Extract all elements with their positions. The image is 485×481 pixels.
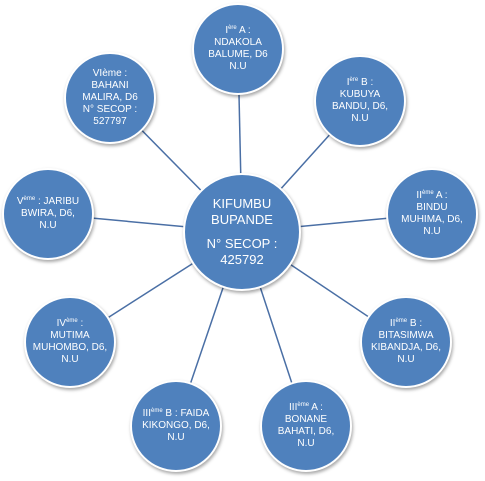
node-iv-line-1: MUTIMA <box>50 330 90 341</box>
node-v-line-2: N.U <box>39 220 57 231</box>
node-iib-line-1: BITASIMWA <box>378 330 434 341</box>
node-iiia-line-3: N.U <box>297 438 315 449</box>
node-iiib: IIIème B : FAIDA KIKONGO, D6, N.U <box>130 380 222 472</box>
center-line-1: KIFUMBU <box>212 196 272 211</box>
node-ia-heading: Ière A : <box>225 25 251 36</box>
node-iv-line-3: N.U <box>61 354 79 365</box>
node-vi-line-4: 527797 <box>93 116 127 127</box>
center-line-2: BUPANDE <box>211 212 273 227</box>
node-vi-line-1: BAHANI <box>91 80 129 91</box>
center-line-4: 425792 <box>220 252 264 267</box>
node-vi-line-3: N° SECOP : <box>82 104 138 115</box>
node-iv-line-2: MUHOMBO, D6, <box>32 342 108 353</box>
node-iia-line-2: MUHIMA, D6, <box>401 214 463 225</box>
center-node: KIFUMBU BUPANDE N° SECOP : 425792 <box>183 173 301 291</box>
node-v-heading: Vème : JARIBU <box>16 196 80 207</box>
node-iiib-line-1: KIKONGO, D6, <box>142 420 210 431</box>
node-ib: Ière B : KUBUYA BANDU, D6, N.U <box>314 55 406 147</box>
node-vi-heading: VIème : <box>92 68 128 79</box>
center-line-3: N° SECOP : <box>206 236 278 251</box>
node-iia-line-3: N.U <box>423 226 441 237</box>
node-iib: IIème B : BITASIMWA KIBANDJA, D6, N.U <box>360 296 452 388</box>
node-iib-heading: IIème B : <box>389 318 423 329</box>
node-v-line-1: BWIRA, D6, <box>21 208 75 219</box>
node-ia: Ière A : NDAKOLA BALUME, D6 N.U <box>192 3 284 95</box>
node-ib-line-1: KUBUYA <box>339 89 381 100</box>
node-v: Vème : JARIBU BWIRA, D6, N.U <box>2 168 94 260</box>
node-vi-line-2: MALIRA, D6 <box>82 92 138 103</box>
node-iiib-line-2: N.U <box>167 432 185 443</box>
node-iia: IIème A : BINDU MUHIMA, D6, N.U <box>386 168 478 260</box>
node-iv: IVème : MUTIMA MUHOMBO, D6, N.U <box>24 296 116 388</box>
node-iiia-heading: IIIème A : <box>289 402 323 413</box>
node-vi: VIème : BAHANI MALIRA, D6 N° SECOP : 527… <box>64 52 156 144</box>
node-iia-heading: IIème A : <box>416 190 448 201</box>
node-ia-line-3: N.U <box>229 61 247 72</box>
node-iiia-line-2: BAHATI, D6, <box>277 426 335 437</box>
node-ia-line-1: NDAKOLA <box>214 37 262 48</box>
node-ib-heading: Ière B : <box>346 77 374 88</box>
node-iib-line-3: N.U <box>397 354 415 365</box>
node-iiia: IIIème A : BONANE BAHATI, D6, N.U <box>260 380 352 472</box>
node-iv-heading: IVème : <box>56 318 84 329</box>
node-iiia-line-1: BONANE <box>284 414 328 425</box>
node-ib-line-2: BANDU, D6, <box>331 101 389 112</box>
node-iib-line-2: KIBANDJA, D6, <box>370 342 442 353</box>
node-ib-line-3: N.U <box>351 113 369 124</box>
node-iia-line-1: BINDU <box>416 202 448 213</box>
node-ia-line-2: BALUME, D6 <box>208 49 268 60</box>
node-iiib-heading: IIIème B : FAIDA <box>142 408 210 419</box>
